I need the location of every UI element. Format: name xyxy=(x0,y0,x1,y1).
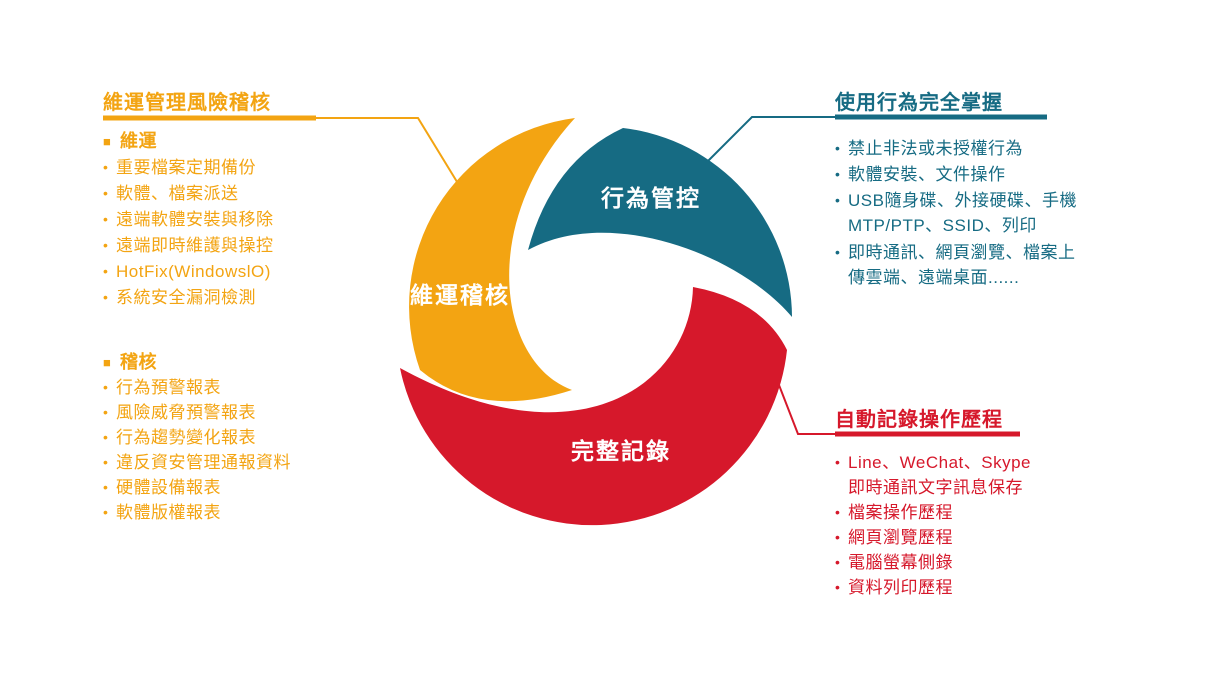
bullet-icon: • xyxy=(835,166,841,182)
bullet-icon: • xyxy=(835,192,841,208)
blade-label-operations: 維運稽核 xyxy=(410,282,510,308)
bullet-icon: • xyxy=(103,211,109,227)
list-item: •網頁瀏覽歷程 xyxy=(835,525,1031,550)
list-item: •即時通訊、網頁瀏覽、檔案上 xyxy=(835,239,1077,265)
connector-behavior xyxy=(704,114,1047,165)
bullet-icon: • xyxy=(103,237,109,253)
list-item: •禁止非法或未授權行為 xyxy=(835,135,1077,161)
list-item: •重要檔案定期備份 xyxy=(103,154,291,180)
list-item: •軟體、檔案派送 xyxy=(103,180,291,206)
list-item: •系統安全漏洞檢測 xyxy=(103,284,291,310)
list-item: •資料列印歷程 xyxy=(835,575,1031,600)
record-history-list: •Line、WeChat、Skype 即時通訊文字訊息保存 •檔案操作歷程•網頁瀏覽… xyxy=(835,450,1031,600)
operations-audit-list: ■維運•重要檔案定期備份•軟體、檔案派送•遠端軟體安裝與移除•遠端即時維護與操控… xyxy=(103,128,291,525)
blade-label-record: 完整記錄 xyxy=(571,438,671,464)
list-item: •HotFix(WindowslO) xyxy=(103,258,291,284)
blade-operations xyxy=(409,118,575,402)
bullet-icon: • xyxy=(103,379,109,395)
square-marker-icon: ■ xyxy=(103,134,112,149)
list-item: •硬體設備報表 xyxy=(103,475,291,500)
list-item: •遠端軟體安裝與移除 xyxy=(103,206,291,232)
list-item: •行為趨勢變化報表 xyxy=(103,425,291,450)
blade-record xyxy=(400,287,787,526)
bullet-icon: • xyxy=(103,454,109,470)
panel-behavior-control: 使用行為完全掌握 •禁止非法或未授權行為•軟體安裝、文件操作•USB隨身碟、外接… xyxy=(835,86,1145,287)
bullet-icon: • xyxy=(835,579,841,595)
square-marker-icon: ■ xyxy=(103,355,112,370)
list-group: ■稽核•行為預警報表•風險威脅預警報表•行為趨勢變化報表•違反資安管理通報資料•… xyxy=(103,349,291,525)
list-item: •違反資安管理通報資料 xyxy=(103,450,291,475)
bullet-icon: • xyxy=(835,454,841,470)
list-item: •軟體安裝、文件操作 xyxy=(835,161,1077,187)
panel-title: 維運管理風險稽核 xyxy=(103,92,271,114)
panel-record-history: 自動記錄操作歷程 •Line、WeChat、Skype 即時通訊文字訊息保存 •檔案… xyxy=(835,403,1145,597)
connector-operations xyxy=(103,115,463,191)
bullet-icon: • xyxy=(835,554,841,570)
panel-title: 自動記錄操作歷程 xyxy=(835,409,1003,431)
bullet-icon: • xyxy=(835,529,841,545)
list-group: ■維運•重要檔案定期備份•軟體、檔案派送•遠端軟體安裝與移除•遠端即時維護與操控… xyxy=(103,128,291,310)
list-item-continuation: 即時通訊文字訊息保存 xyxy=(848,478,1023,497)
list-item: •檔案操作歷程 xyxy=(835,500,1031,525)
bullet-icon: • xyxy=(103,159,109,175)
list-item-continuation: 傳雲端、遠端桌面...... xyxy=(848,268,1020,287)
bullet-icon: • xyxy=(103,404,109,420)
list-item: •USB隨身碟、外接硬碟、手機 xyxy=(835,187,1077,213)
bullet-icon: • xyxy=(103,479,109,495)
section-header: ■維運 xyxy=(103,128,291,154)
list-item: •軟體版權報表 xyxy=(103,500,291,525)
bullet-icon: • xyxy=(835,504,841,520)
section-header: ■稽核 xyxy=(103,349,291,375)
bullet-icon: • xyxy=(103,185,109,201)
bullet-icon: • xyxy=(835,244,841,260)
list-item: •風險威脅預警報表 xyxy=(103,400,291,425)
bullet-icon: • xyxy=(103,289,109,305)
bullet-icon: • xyxy=(103,429,109,445)
panel-operations-audit: 維運管理風險稽核 ■維運•重要檔案定期備份•軟體、檔案派送•遠端軟體安裝與移除•… xyxy=(103,86,383,522)
list-item-continuation: MTP/PTP、SSID、列印 xyxy=(848,216,1037,235)
list-item: •電腦螢幕側錄 xyxy=(835,550,1031,575)
bullet-icon: • xyxy=(835,140,841,156)
list-item: •遠端即時維護與操控 xyxy=(103,232,291,258)
list-item: •Line、WeChat、Skype xyxy=(835,450,1031,475)
panel-title: 使用行為完全掌握 xyxy=(835,92,1003,114)
bullet-icon: • xyxy=(103,504,109,520)
bullet-icon: • xyxy=(103,263,109,279)
behavior-control-list: •禁止非法或未授權行為•軟體安裝、文件操作•USB隨身碟、外接硬碟、手機 MTP/… xyxy=(835,135,1077,291)
list-item: •行為預警報表 xyxy=(103,375,291,400)
connector-record xyxy=(771,366,1020,437)
blade-label-behavior: 行為管控 xyxy=(600,185,701,211)
blade-behavior xyxy=(528,128,792,317)
